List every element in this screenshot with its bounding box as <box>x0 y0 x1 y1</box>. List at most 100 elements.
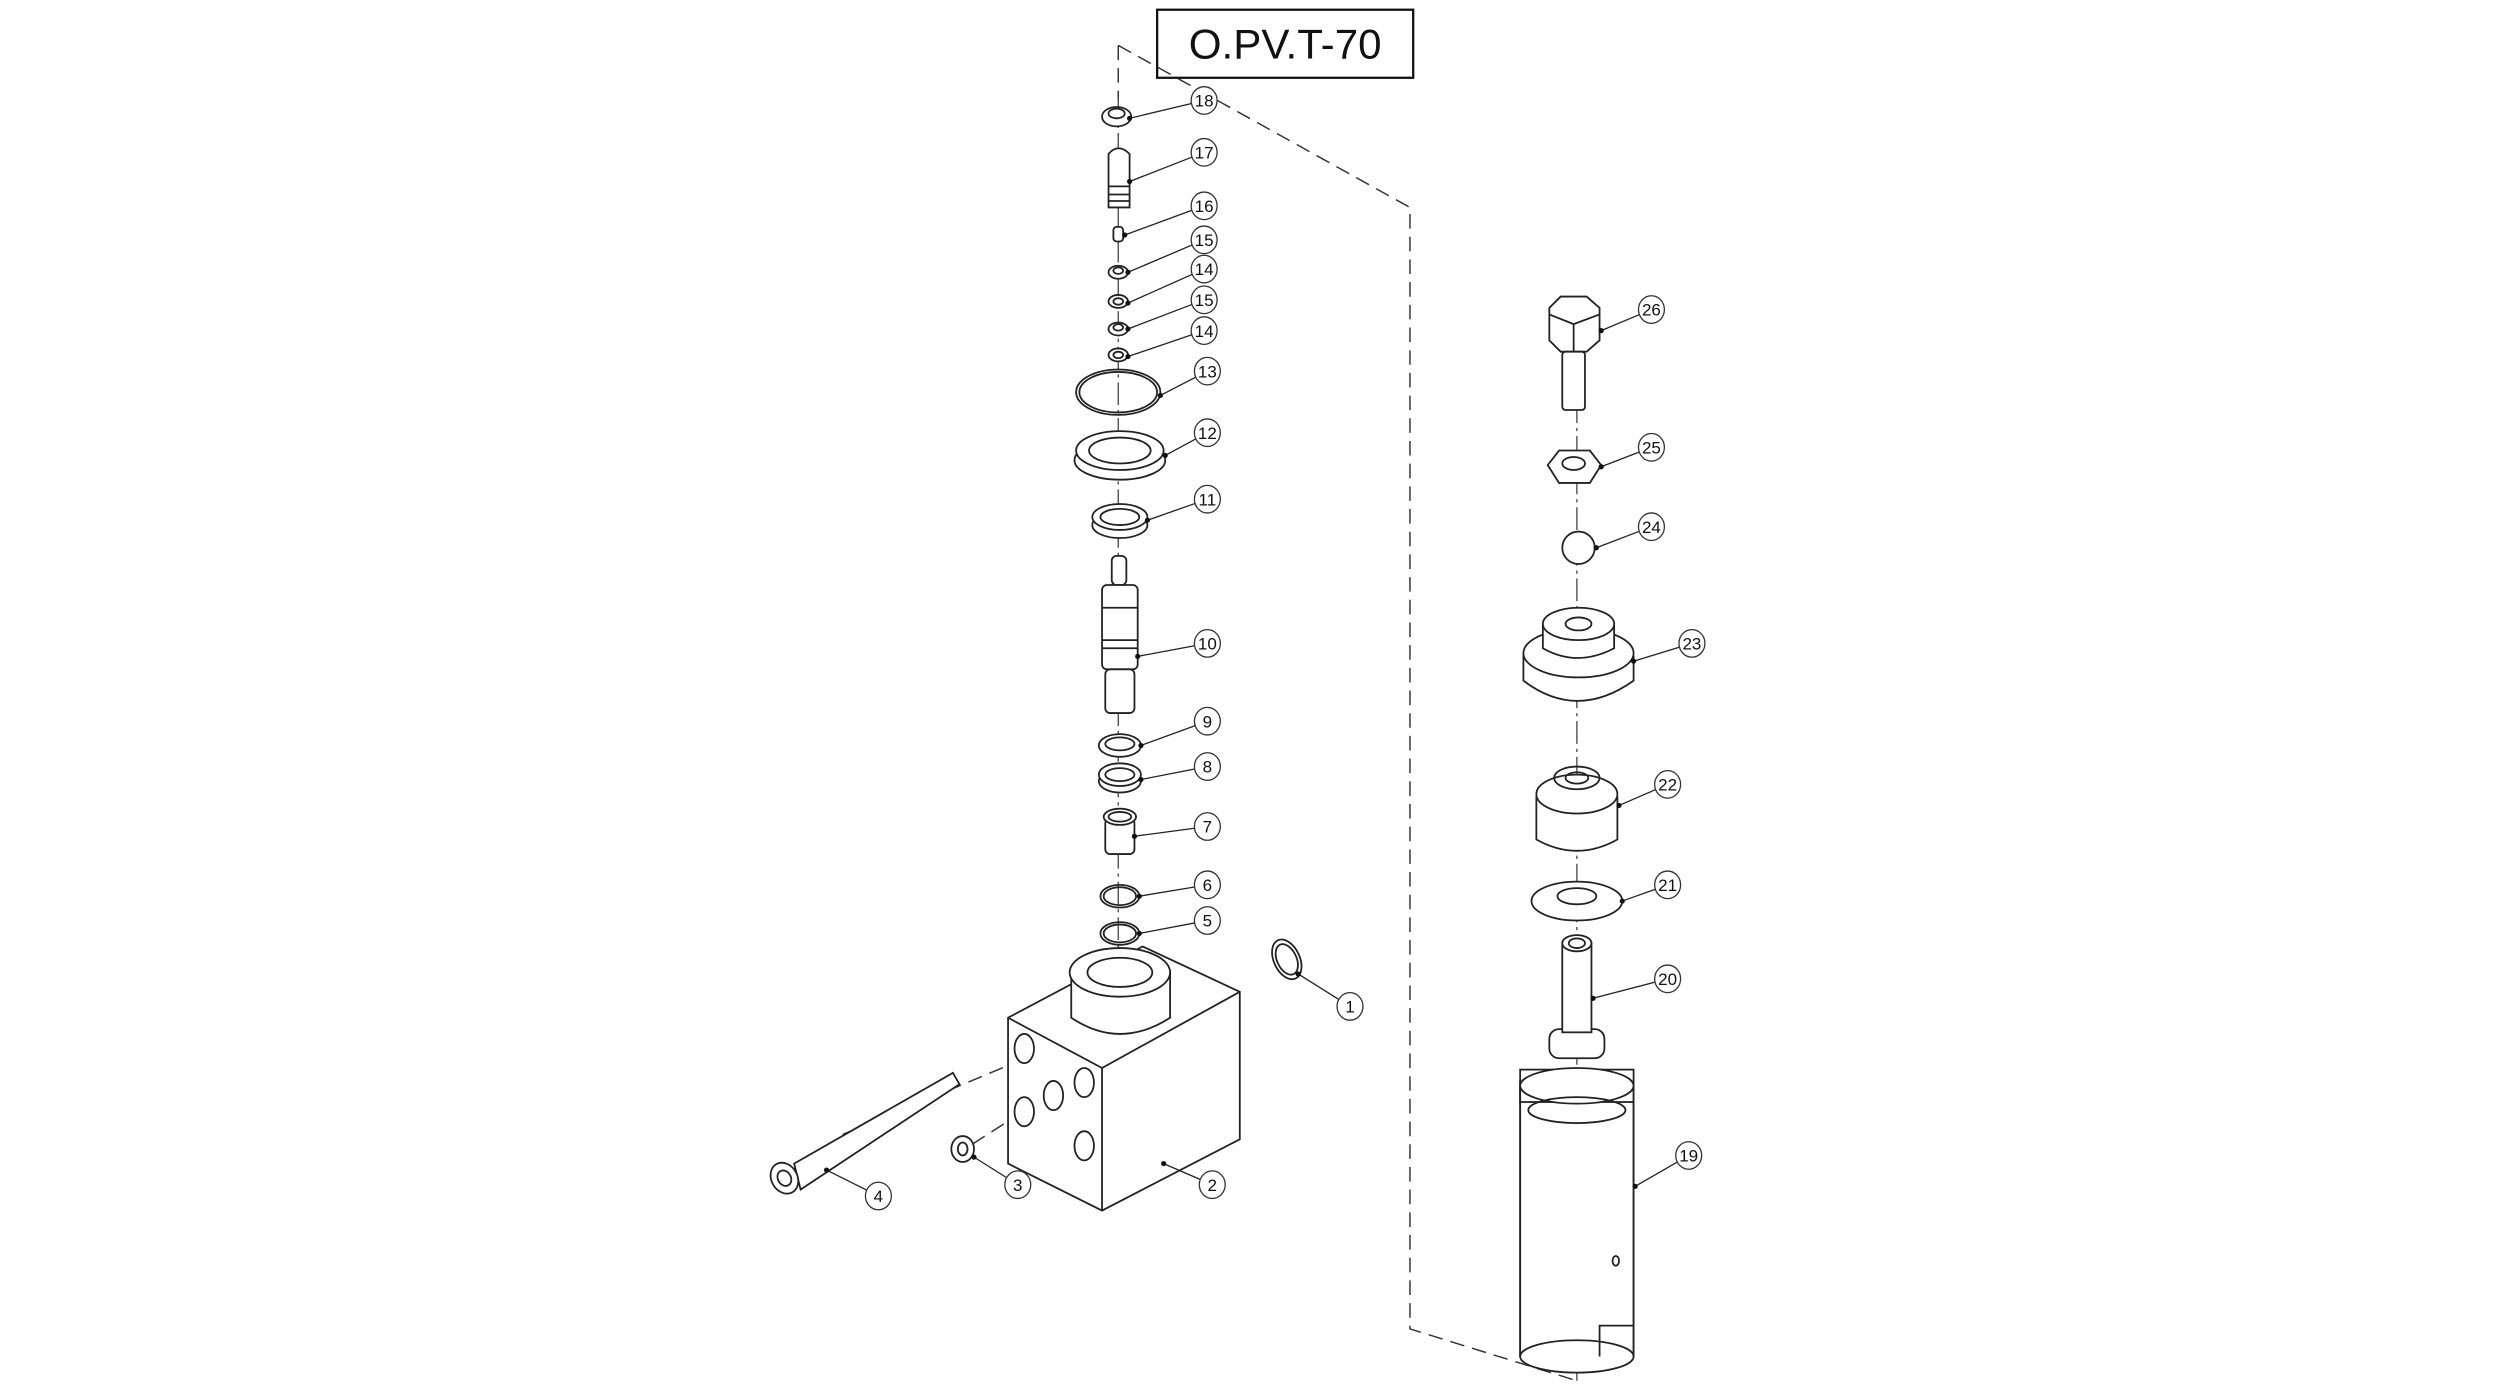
part-12-gland <box>1073 430 1167 481</box>
part-15-seal <box>1107 321 1129 337</box>
callout-bubble <box>1654 870 1682 900</box>
part-16-pin <box>1112 225 1125 243</box>
leader-line <box>1139 886 1195 897</box>
callout-5: 5 <box>1136 906 1221 937</box>
callout-bubble <box>1654 964 1682 994</box>
callout-number: 13 <box>1198 362 1217 381</box>
callout-bubble <box>1193 484 1221 514</box>
callout-number: 7 <box>1203 818 1212 837</box>
leader-line <box>1127 303 1193 330</box>
callout-number: 25 <box>1642 438 1661 457</box>
callout-bubble <box>1193 812 1221 841</box>
part-17-stem <box>1107 147 1131 209</box>
callout-number: 18 <box>1195 92 1214 111</box>
leader-arrowhead <box>1144 517 1151 523</box>
leader-line <box>1140 725 1196 747</box>
callout-bubble <box>1193 870 1221 900</box>
callout-number: 22 <box>1658 776 1677 795</box>
part-2-valve-block <box>1007 945 1241 1212</box>
callout-number: 5 <box>1203 912 1212 931</box>
callout-bubble <box>1193 418 1221 448</box>
leader-line <box>1622 888 1656 902</box>
leader-arrowhead <box>1162 452 1168 458</box>
leader-arrowhead <box>1122 232 1128 238</box>
callout-number: 9 <box>1203 712 1212 731</box>
callout-number: 26 <box>1642 301 1661 320</box>
leader-arrowhead <box>1295 971 1301 977</box>
callout-12: 12 <box>1162 418 1221 458</box>
leader-line <box>1592 981 1656 999</box>
leader-arrowhead <box>1157 392 1163 399</box>
callout-bubble <box>1193 628 1221 658</box>
callout-number: 3 <box>1013 1176 1022 1195</box>
leader-arrowhead <box>1125 326 1131 332</box>
callout-bubble <box>1190 285 1218 315</box>
callout-1: 1 <box>1295 971 1364 1021</box>
part-24-ball <box>1561 530 1596 565</box>
callout-14: 14 <box>1125 254 1218 306</box>
leader-line <box>1127 244 1193 273</box>
callout-14: 14 <box>1125 316 1218 360</box>
leader-line <box>1129 156 1193 183</box>
callout-3: 3 <box>971 1154 1032 1200</box>
callout-number: 12 <box>1198 424 1217 443</box>
callout-20: 20 <box>1590 964 1682 1001</box>
callout-bubble <box>1190 316 1218 346</box>
callout-4: 4 <box>823 1167 893 1211</box>
part-15-seal <box>1107 264 1129 280</box>
callout-bubble <box>864 1181 893 1211</box>
callout-number: 4 <box>874 1187 883 1206</box>
callout-22: 22 <box>1616 769 1682 809</box>
leader-line <box>1634 1161 1678 1187</box>
part-7-sleeve <box>1102 807 1137 855</box>
callout-6: 6 <box>1136 870 1221 900</box>
leader-arrowhead <box>1126 178 1133 185</box>
callout-bubble <box>1675 1141 1703 1170</box>
leader-arrowhead <box>1136 930 1142 937</box>
part-26-hex-bolt <box>1548 295 1601 411</box>
part-10-spool <box>1101 554 1139 714</box>
part-18-cap <box>1101 106 1133 128</box>
leader-line <box>973 1156 1008 1179</box>
part-22-cup <box>1535 765 1619 852</box>
callout-25: 25 <box>1598 432 1666 470</box>
callout-number: 24 <box>1642 518 1661 537</box>
leader-line <box>1137 645 1195 657</box>
callout-bubble <box>1336 991 1364 1021</box>
callout-11: 11 <box>1144 484 1221 523</box>
part-25-nut <box>1546 449 1603 484</box>
part-23-valve-seat <box>1522 606 1635 702</box>
leader-arrowhead <box>1590 995 1596 1001</box>
callout-number: 15 <box>1195 291 1214 310</box>
callout-2: 2 <box>1161 1161 1226 1200</box>
leader-arrowhead <box>1138 742 1144 749</box>
part-4-bolt <box>769 1071 961 1195</box>
leader-arrowhead <box>1136 893 1142 899</box>
callout-number: 6 <box>1203 876 1212 895</box>
part-9-washer <box>1097 733 1142 758</box>
callout-13: 13 <box>1157 356 1221 399</box>
leader-line <box>1147 502 1196 521</box>
callout-9: 9 <box>1138 706 1221 749</box>
part-1-seal-ring <box>1271 938 1303 981</box>
callout-8: 8 <box>1138 752 1221 783</box>
callout-bubble <box>1193 706 1221 736</box>
leader-line <box>1129 102 1192 119</box>
leader-arrowhead <box>1598 464 1604 470</box>
leader-arrowhead <box>823 1167 830 1173</box>
part-14-ring <box>1107 347 1129 363</box>
callout-bubble <box>1678 628 1706 658</box>
leader-line <box>1124 209 1193 236</box>
callout-10: 10 <box>1135 628 1221 659</box>
callout-layer: 1817161514151413121110987651234262524232… <box>823 86 1706 1211</box>
leader-line <box>1134 827 1195 837</box>
leader-arrowhead <box>1616 802 1622 809</box>
leader-arrowhead <box>1138 776 1144 783</box>
callout-bubble <box>1637 432 1666 462</box>
part-6-o-ring <box>1099 883 1141 909</box>
leader-line <box>1618 788 1656 807</box>
callout-16: 16 <box>1122 191 1218 238</box>
part-13-o-ring <box>1075 368 1162 416</box>
